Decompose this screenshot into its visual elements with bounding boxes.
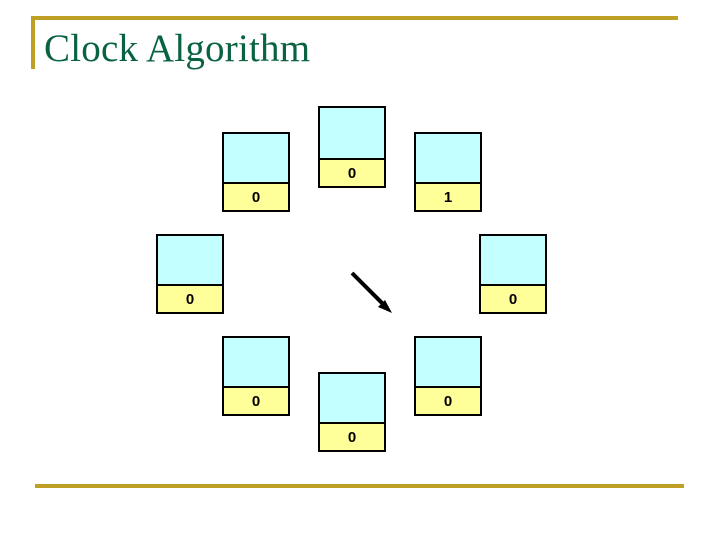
page-frame-middle-right: 0	[479, 234, 547, 314]
reference-bit-value: 0	[320, 422, 384, 450]
clock-hand-arrow-icon	[350, 271, 392, 313]
reference-bit-value: 0	[416, 386, 480, 414]
page-frame-bottom-right: 0	[414, 336, 482, 416]
reference-bit-value: 0	[224, 386, 288, 414]
reference-bit-value: 0	[320, 158, 384, 186]
reference-bit-value: 0	[158, 284, 222, 312]
page-frame-top-middle: 0	[318, 106, 386, 188]
reference-bit-value: 0	[481, 284, 545, 312]
reference-bit-value: 0	[224, 182, 288, 210]
page-frame-top-right: 1	[414, 132, 482, 212]
header-rule-left	[31, 16, 35, 69]
page-frame-top-left: 0	[222, 132, 290, 212]
header-rule-top	[31, 16, 678, 20]
reference-bit-value: 1	[416, 182, 480, 210]
page-frame-middle-left: 0	[156, 234, 224, 314]
slide-title: Clock Algorithm	[44, 27, 311, 70]
page-frame-bottom-left: 0	[222, 336, 290, 416]
page-frame-bottom-middle: 0	[318, 372, 386, 452]
footer-rule-bottom	[35, 484, 684, 488]
